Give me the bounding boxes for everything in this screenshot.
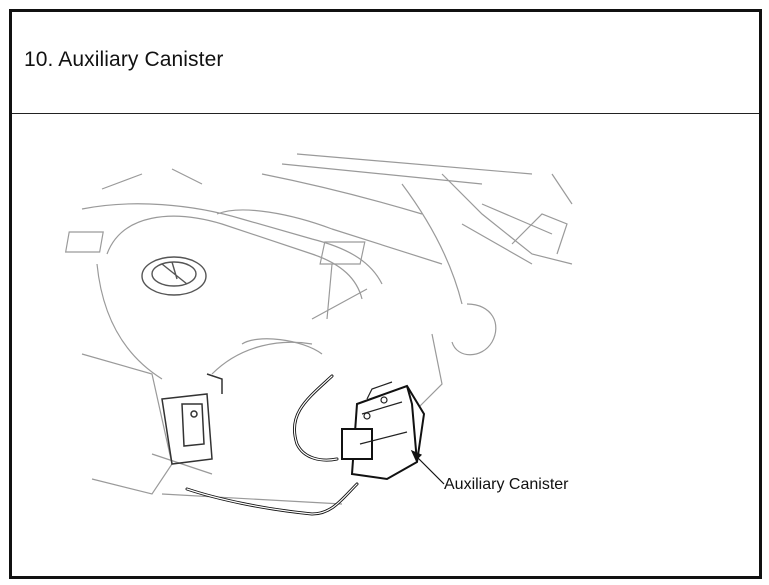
section-header: 10. Auxiliary Canister <box>12 12 759 114</box>
auxiliary-canister <box>341 384 426 481</box>
tank-outline <box>81 153 573 505</box>
callout-label: Auxiliary Canister <box>444 476 569 493</box>
canister-bracket <box>359 381 408 445</box>
section-title: 10. Auxiliary Canister <box>24 48 224 71</box>
illustration-figure: Auxiliary Canister <box>12 114 759 576</box>
callout-arrow <box>410 449 445 485</box>
body-panels <box>64 231 366 265</box>
vapor-hoses <box>185 374 359 516</box>
section-frame: 10. Auxiliary Canister <box>9 9 762 579</box>
filler-bracket <box>161 373 223 465</box>
fuel-tank-illustration <box>64 153 573 516</box>
fuel-pump-cap <box>141 256 207 296</box>
